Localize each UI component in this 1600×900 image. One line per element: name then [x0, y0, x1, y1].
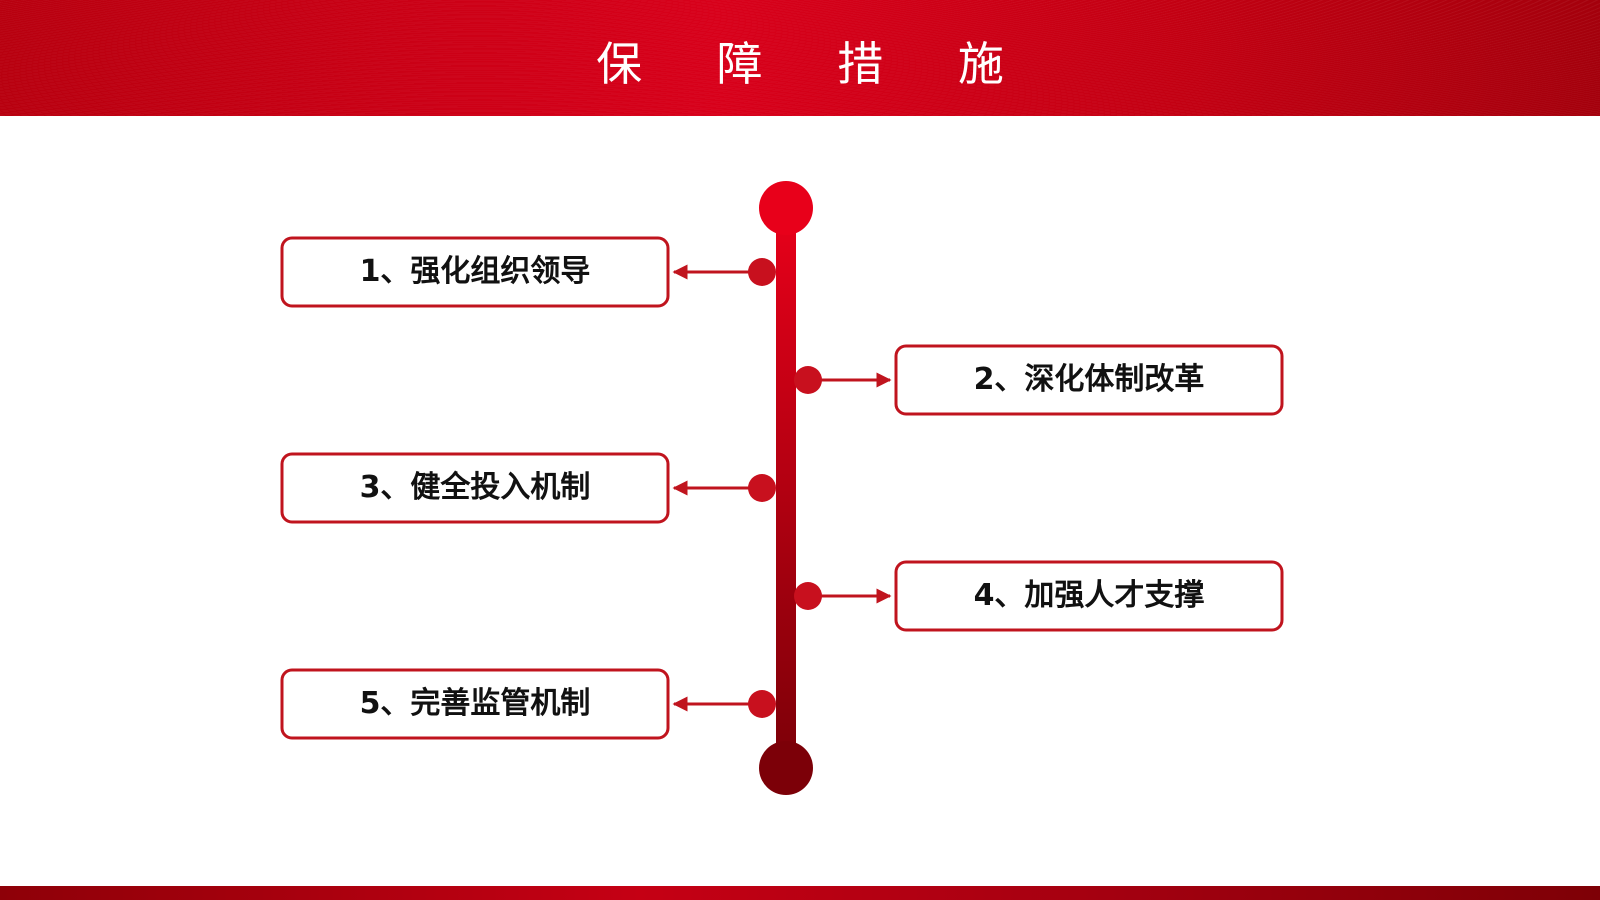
timeline-spine — [776, 208, 796, 768]
measure-box-2 — [894, 344, 1284, 416]
footer-bar — [0, 886, 1600, 900]
measure-box-1 — [280, 236, 670, 308]
spine-top-cap — [759, 181, 813, 235]
measure-label-5: 5、完善监管机制 — [359, 686, 591, 721]
measure-label-3: 3、健全投入机制 — [359, 470, 591, 505]
measure-label-1: 1、强化组织领导 — [359, 254, 591, 289]
page-title: 保 障 措 施 — [596, 37, 1034, 91]
measure-label-2: 2、深化体制改革 — [973, 362, 1205, 397]
measure-label-4: 4、加强人才支撑 — [973, 578, 1205, 613]
node-dot-2 — [794, 366, 822, 394]
measure-box-5 — [280, 668, 670, 740]
measure-box-3 — [280, 452, 670, 524]
header-banner: 保 障 措 施 — [0, 0, 1600, 116]
spine-bottom-cap — [759, 741, 813, 795]
node-dot-3 — [748, 474, 776, 502]
node-dot-4 — [794, 582, 822, 610]
node-dot-1 — [748, 258, 776, 286]
node-dot-5 — [748, 690, 776, 718]
measure-box-4 — [894, 560, 1284, 632]
